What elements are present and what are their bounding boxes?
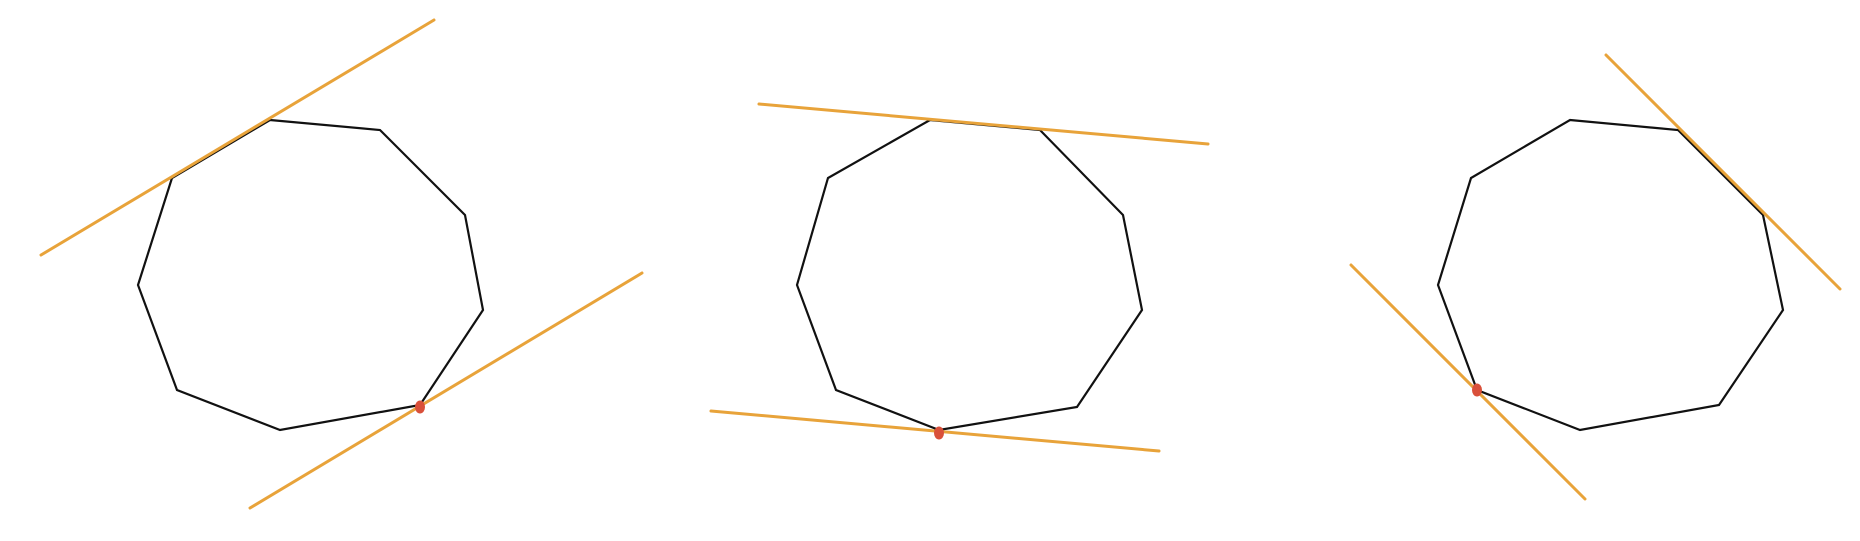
support-line-upper — [1604, 53, 1842, 291]
support-line-upper — [757, 102, 1210, 146]
nonagon-outline — [1436, 118, 1785, 432]
support-line-lower — [1349, 263, 1587, 501]
nonagon-outline — [795, 118, 1144, 432]
contact-point — [934, 426, 944, 440]
nonagon-outline — [136, 118, 485, 432]
contact-point — [1472, 383, 1482, 397]
panel-left — [39, 18, 644, 510]
support-line-upper — [39, 18, 436, 257]
support-line-lower — [248, 271, 644, 510]
contact-point — [415, 400, 425, 414]
panel-middle — [709, 102, 1210, 453]
panel-right — [1349, 53, 1842, 501]
